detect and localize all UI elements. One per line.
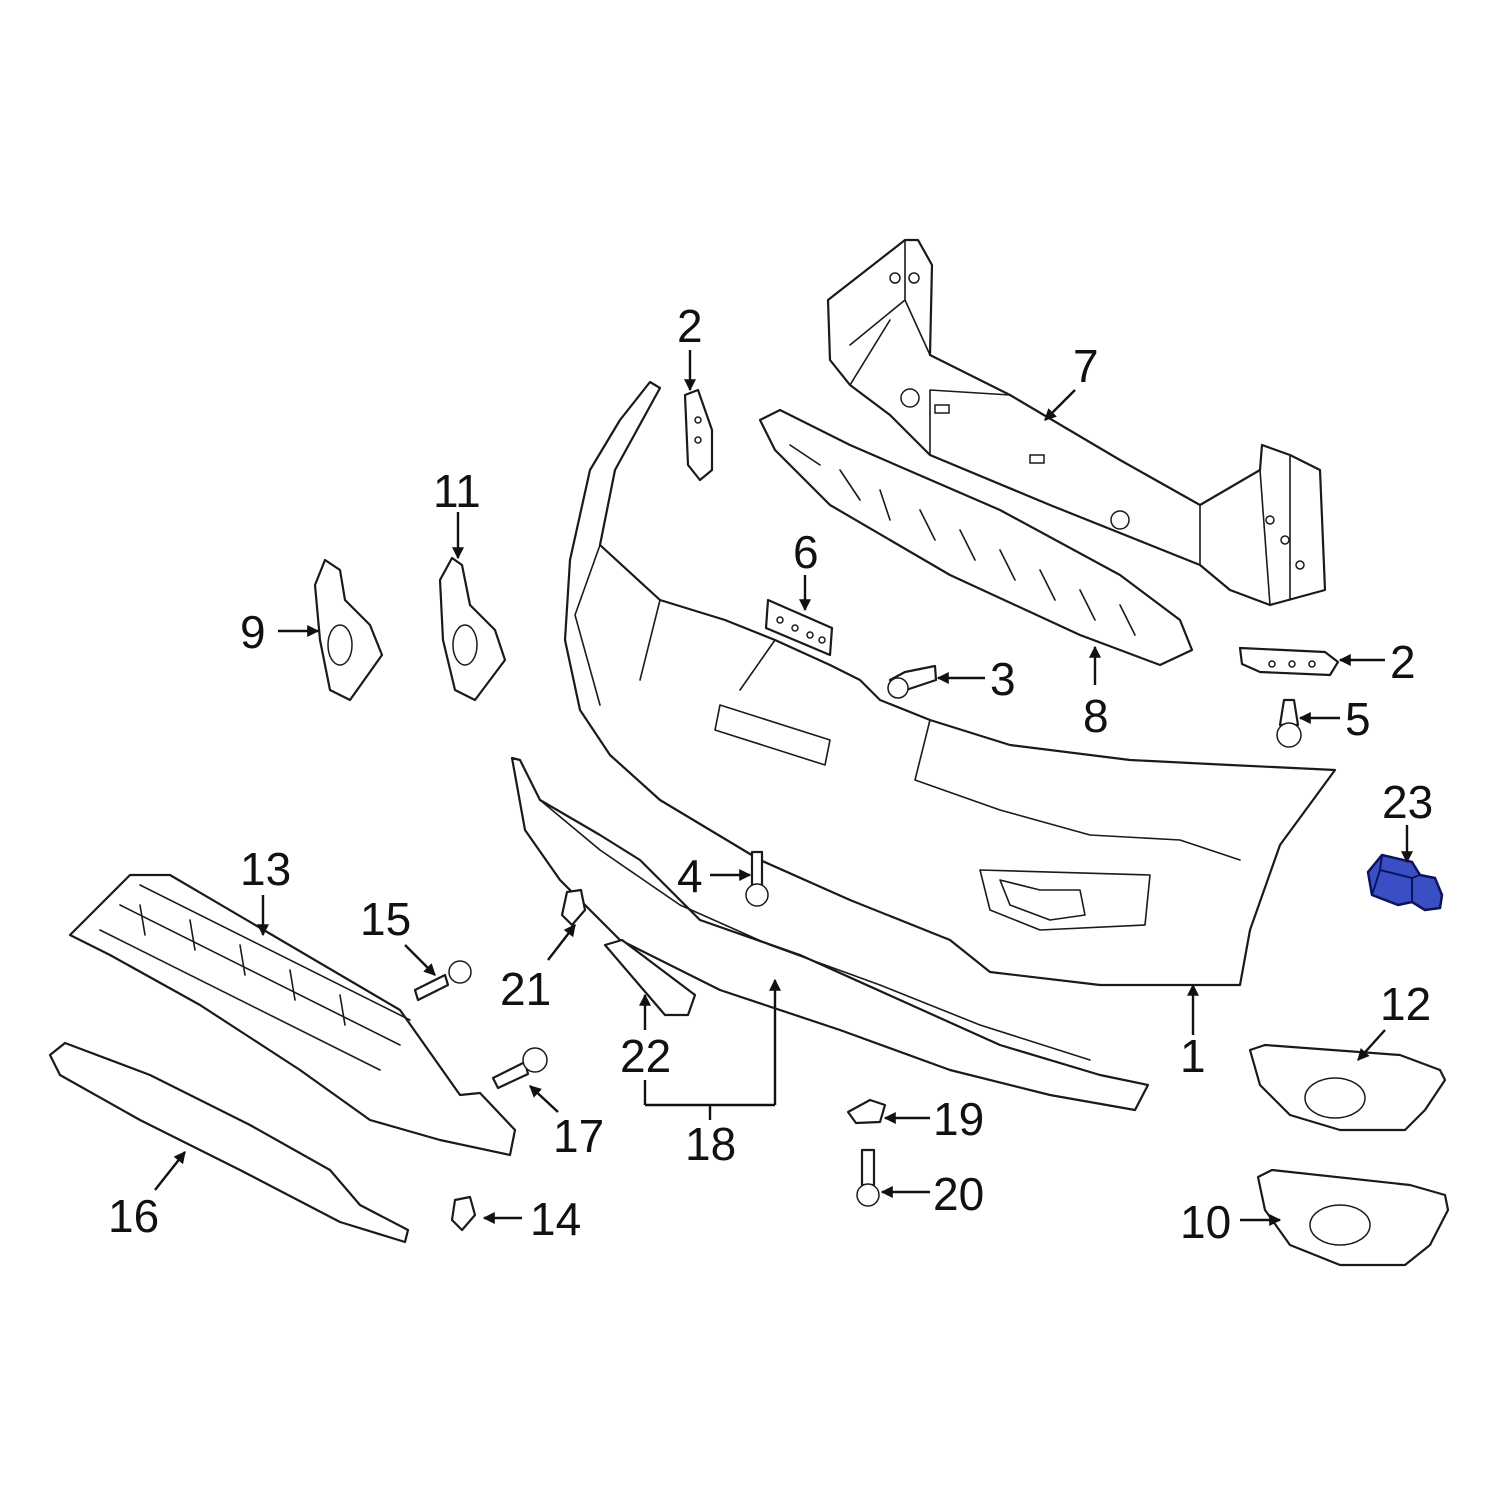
part-10-bezel[interactable] [1256,1168,1450,1267]
callout-6: 6 [793,526,819,578]
callout-17: 17 [553,1110,604,1162]
callout-10: 10 [1180,1196,1231,1248]
callout-2: 2 [1390,636,1416,688]
callout-19: 19 [933,1093,984,1145]
callout-9: 9 [240,606,266,658]
part-22-cover[interactable] [603,938,697,1017]
part-18-lower-valance[interactable] [510,756,1150,1112]
part-5-clip[interactable] [1276,698,1302,748]
part-2-right-bracket[interactable] [1238,646,1340,677]
callout-23: 23 [1382,776,1433,828]
callout-18: 18 [685,1118,736,1170]
callout-13: 13 [240,843,291,895]
part-11-bracket[interactable] [438,556,507,702]
callout-labels: 1 2 2 3 4 5 6 7 8 9 10 11 12 13 14 15 16… [108,300,1433,1248]
part-1-bumper-cover[interactable] [563,380,1337,987]
part-15-bolt[interactable] [413,960,472,1002]
part-20-bolt[interactable] [856,1148,880,1207]
part-14-nut[interactable] [450,1195,477,1232]
part-3-bolt[interactable] [887,664,938,699]
part-12-bezel[interactable] [1248,1043,1447,1132]
callout-21: 21 [500,963,551,1015]
callout-14: 14 [530,1193,581,1245]
callout-16: 16 [108,1190,159,1242]
part-6-bracket[interactable] [764,598,834,657]
part-23-highlighted-component[interactable] [1366,853,1444,912]
callout-2: 2 [677,300,703,352]
part-2-upper-bracket[interactable] [683,388,714,482]
callout-12: 12 [1380,978,1431,1030]
callout-8: 8 [1083,690,1109,742]
callout-3: 3 [990,653,1016,705]
callout-1: 1 [1180,1030,1206,1082]
part-17-bolt[interactable] [491,1047,548,1090]
callout-15: 15 [360,893,411,945]
callout-11: 11 [433,465,481,517]
part-8-energy-absorber[interactable] [758,408,1194,667]
callout-7: 7 [1073,340,1099,392]
leader-lines [154,350,1413,1226]
part-16-trim[interactable] [48,1041,410,1244]
callout-20: 20 [933,1168,984,1220]
part-9-bracket[interactable] [313,558,384,702]
callout-4: 4 [677,850,703,902]
part-13-grille[interactable] [68,873,517,1157]
part-21-nut[interactable] [560,888,587,927]
part-7-reinforcement-beam[interactable] [826,238,1327,607]
part-4-bolt[interactable] [745,850,769,907]
callout-5: 5 [1345,693,1371,745]
part-19-clip[interactable] [846,1098,887,1125]
callout-22: 22 [620,1030,671,1082]
